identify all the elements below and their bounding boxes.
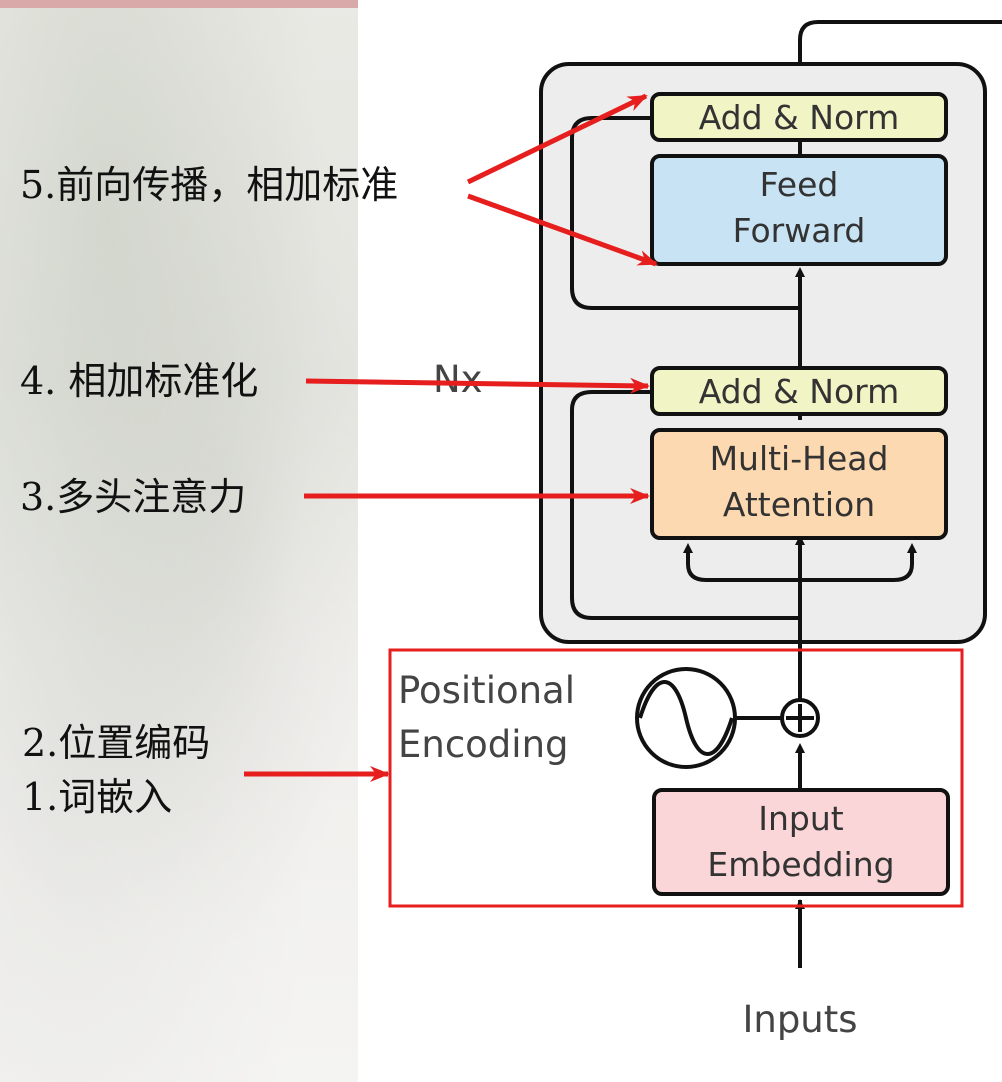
add-norm-mid-label: Add & Norm [699,372,900,411]
attention-label-2: Attention [723,485,875,524]
input-embedding-box [652,788,950,896]
arrow-step5-addnorm [466,93,648,185]
multi-head-attention-box [650,428,948,540]
feed-forward-box [650,154,948,266]
positional-label-2: Encoding [398,723,569,766]
embedding-label-1: Input [758,799,844,838]
add-norm-top-label: Add & Norm [699,98,900,137]
attention-input-right [800,543,917,582]
residual-loop-bottom [570,390,800,620]
background-photo [0,0,360,1082]
embedding-highlight-box [388,648,964,908]
embedding-label-2: Embedding [707,845,894,884]
annotation-step4: 4. 相加标准化 [20,359,258,403]
annotation-step5: 5.前向传播，相加标准 [20,163,398,207]
feed-forward-label-2: Forward [733,211,866,250]
top-color-strip [0,0,360,8]
nx-label: Nx [433,358,483,401]
circled-plus-icon [780,698,820,738]
attention-input-left [683,543,800,582]
annotation-step3: 3.多头注意力 [20,475,246,519]
output-connector [798,20,1002,118]
add-norm-mid-box [650,366,948,416]
feed-forward-label-1: Feed [760,165,839,204]
residual-loop-top [570,116,800,310]
encoder-block [539,62,987,644]
add-norm-top-box [650,92,948,142]
attention-label-1: Multi-Head [710,439,889,478]
annotation-step2: 2.位置编码 [22,721,210,765]
annotation-step1: 1.词嵌入 [22,775,172,819]
arrow-step4 [305,377,650,394]
sine-wave-icon [635,667,737,769]
positional-label-1: Positional [398,669,575,712]
inputs-label: Inputs [742,998,857,1041]
arrow-step5-feedforward [467,193,658,267]
